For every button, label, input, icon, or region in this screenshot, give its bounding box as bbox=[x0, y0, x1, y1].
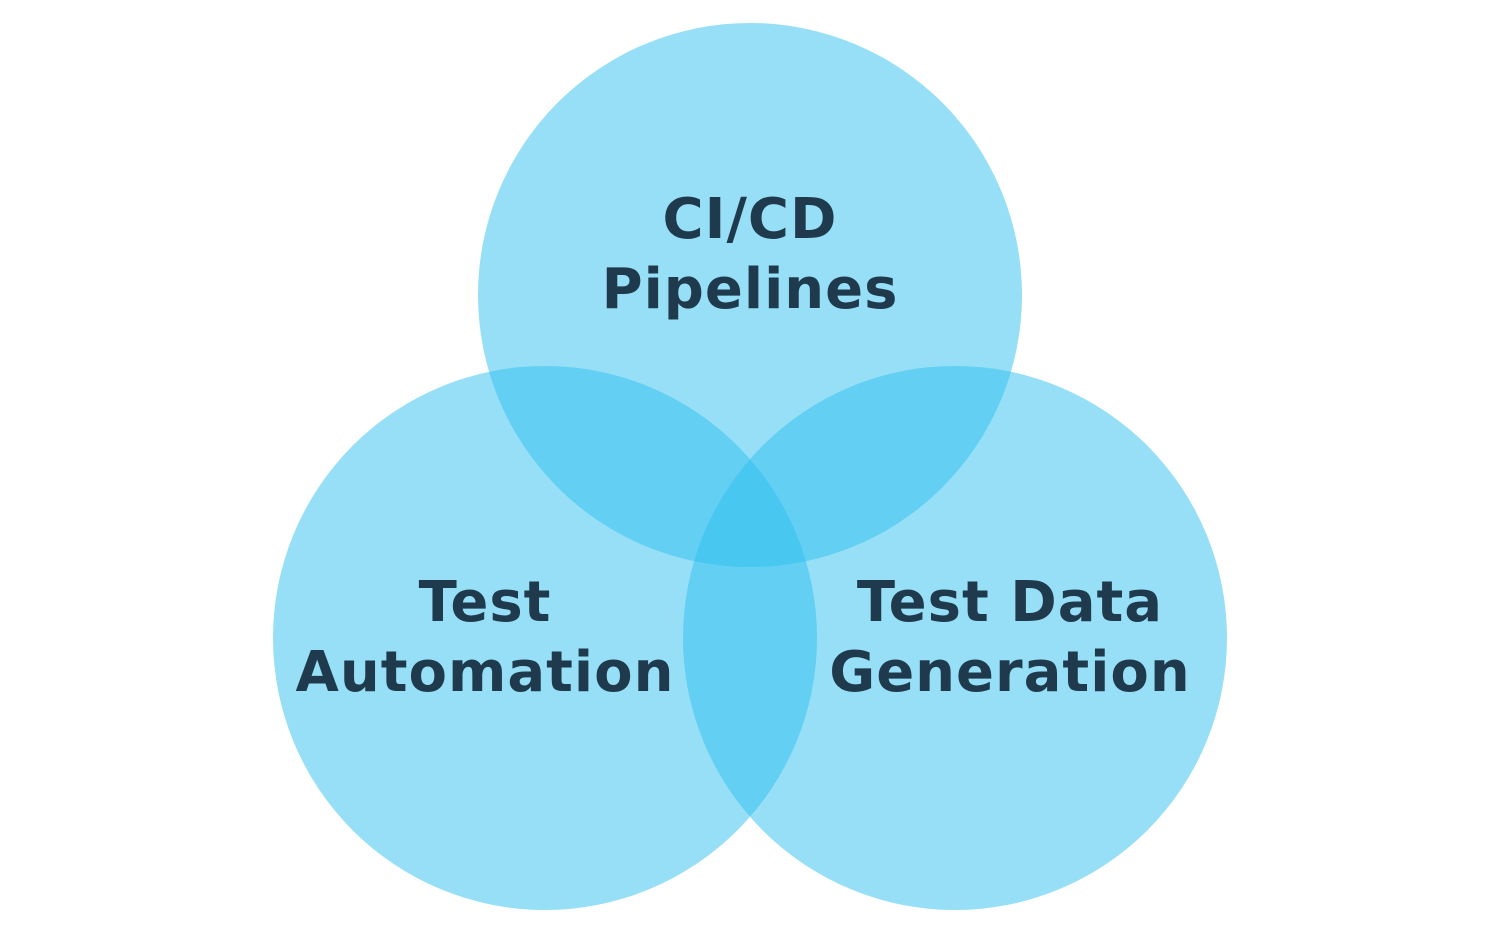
circle-test-data-generation bbox=[683, 366, 1227, 910]
label-test-automation: Test Automation bbox=[260, 568, 710, 708]
label-ci-cd-line-2: Pipelines bbox=[601, 257, 899, 322]
circle-test-automation bbox=[273, 366, 817, 910]
label-test-data-generation-line-2: Generation bbox=[829, 640, 1191, 705]
label-ci-cd-pipelines: CI/CD Pipelines bbox=[525, 185, 975, 325]
label-test-automation-line-2: Automation bbox=[295, 640, 675, 705]
label-test-automation-line-1: Test bbox=[418, 570, 552, 635]
label-ci-cd-line-1: CI/CD bbox=[662, 187, 838, 252]
label-test-data-generation-line-1: Test Data bbox=[856, 570, 1164, 635]
label-test-data-generation: Test Data Generation bbox=[785, 568, 1235, 708]
